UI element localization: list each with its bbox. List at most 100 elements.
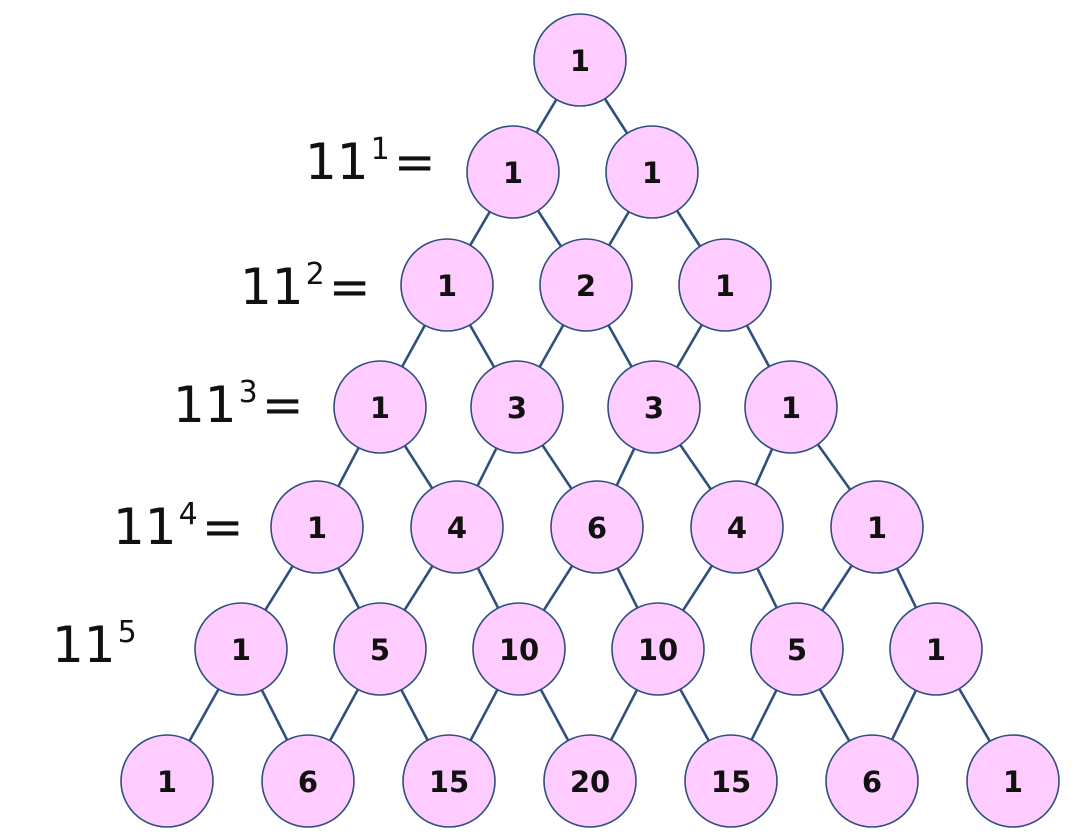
- node-value: 5: [370, 633, 390, 667]
- node-circle: [678, 238, 772, 332]
- node-value: 6: [862, 765, 882, 799]
- node-value: 1: [1003, 765, 1023, 799]
- node-value: 1: [231, 633, 251, 667]
- power-base: 11: [52, 616, 116, 674]
- node-value: 20: [570, 765, 610, 799]
- node-6-1: 6: [261, 734, 355, 828]
- node-value: 3: [507, 391, 527, 425]
- node-value: 10: [499, 633, 539, 667]
- power-exponent: 5: [117, 615, 137, 650]
- node-value: 1: [867, 511, 887, 545]
- node-circle: [539, 238, 633, 332]
- node-value: 10: [638, 633, 678, 667]
- node-circle: [684, 734, 778, 828]
- node-1-0: 1: [466, 125, 560, 219]
- node-circle: [830, 480, 924, 574]
- node-2-1: 2: [539, 238, 633, 332]
- node-circle: [550, 480, 644, 574]
- equals-sign: =: [328, 258, 371, 316]
- node-2-2: 1: [678, 238, 772, 332]
- node-circle: [750, 602, 844, 696]
- node-circle: [533, 13, 627, 107]
- node-value: 1: [926, 633, 946, 667]
- node-5-0: 1: [194, 602, 288, 696]
- node-6-4: 15: [684, 734, 778, 828]
- node-4-1: 4: [410, 480, 504, 574]
- node-4-0: 1: [270, 480, 364, 574]
- node-value: 1: [437, 269, 457, 303]
- node-3-0: 1: [333, 360, 427, 454]
- node-circle: [472, 602, 566, 696]
- power-base: 11: [113, 498, 177, 556]
- node-value: 1: [370, 391, 390, 425]
- node-value: 6: [298, 765, 318, 799]
- node-circle: [333, 360, 427, 454]
- node-circle: [607, 360, 701, 454]
- equals-sign: =: [393, 133, 436, 191]
- node-5-3: 10: [611, 602, 705, 696]
- power-label-1: 111=: [305, 135, 436, 188]
- node-value: 6: [587, 511, 607, 545]
- node-value: 2: [576, 269, 596, 303]
- node-value: 1: [642, 156, 662, 190]
- node-value: 1: [715, 269, 735, 303]
- node-3-3: 1: [744, 360, 838, 454]
- node-circle: [966, 734, 1060, 828]
- node-1-1: 1: [605, 125, 699, 219]
- node-2-0: 1: [400, 238, 494, 332]
- node-value: 1: [781, 391, 801, 425]
- node-circle: [825, 734, 919, 828]
- node-value: 5: [787, 633, 807, 667]
- node-4-3: 4: [690, 480, 784, 574]
- node-value: 4: [727, 511, 747, 545]
- node-circle: [333, 602, 427, 696]
- node-5-1: 5: [333, 602, 427, 696]
- node-circle: [120, 734, 214, 828]
- power-label-3: 113=: [173, 378, 304, 431]
- power-base: 11: [305, 133, 369, 191]
- power-base: 11: [173, 376, 237, 434]
- power-base: 11: [240, 258, 304, 316]
- node-3-1: 3: [470, 360, 564, 454]
- node-circle: [194, 602, 288, 696]
- power-exponent: 4: [178, 497, 198, 532]
- power-label-4: 114=: [113, 500, 244, 553]
- node-3-2: 3: [607, 360, 701, 454]
- node-circle: [543, 734, 637, 828]
- power-label-5: 115: [52, 618, 141, 671]
- node-value: 1: [503, 156, 523, 190]
- node-5-4: 5: [750, 602, 844, 696]
- node-circle: [410, 480, 504, 574]
- node-circle: [611, 602, 705, 696]
- node-6-2: 15: [402, 734, 496, 828]
- node-circle: [889, 602, 983, 696]
- power-exponent: 2: [305, 257, 325, 292]
- node-value: 3: [644, 391, 664, 425]
- node-circle: [270, 480, 364, 574]
- node-6-3: 20: [543, 734, 637, 828]
- power-exponent: 1: [370, 132, 390, 167]
- node-6-0: 1: [120, 734, 214, 828]
- node-0-0: 1: [533, 13, 627, 107]
- node-value: 15: [711, 765, 751, 799]
- node-circle: [402, 734, 496, 828]
- node-4-4: 1: [830, 480, 924, 574]
- node-5-5: 1: [889, 602, 983, 696]
- node-circle: [605, 125, 699, 219]
- node-circle: [470, 360, 564, 454]
- node-circle: [466, 125, 560, 219]
- power-label-2: 112=: [240, 260, 371, 313]
- node-6-5: 6: [825, 734, 919, 828]
- node-value: 4: [447, 511, 467, 545]
- node-4-2: 6: [550, 480, 644, 574]
- node-circle: [400, 238, 494, 332]
- node-circle: [261, 734, 355, 828]
- node-value: 1: [157, 765, 177, 799]
- power-exponent: 3: [238, 375, 258, 410]
- node-value: 1: [570, 44, 590, 78]
- equals-sign: =: [261, 376, 304, 434]
- node-value: 15: [429, 765, 469, 799]
- node-6-6: 1: [966, 734, 1060, 828]
